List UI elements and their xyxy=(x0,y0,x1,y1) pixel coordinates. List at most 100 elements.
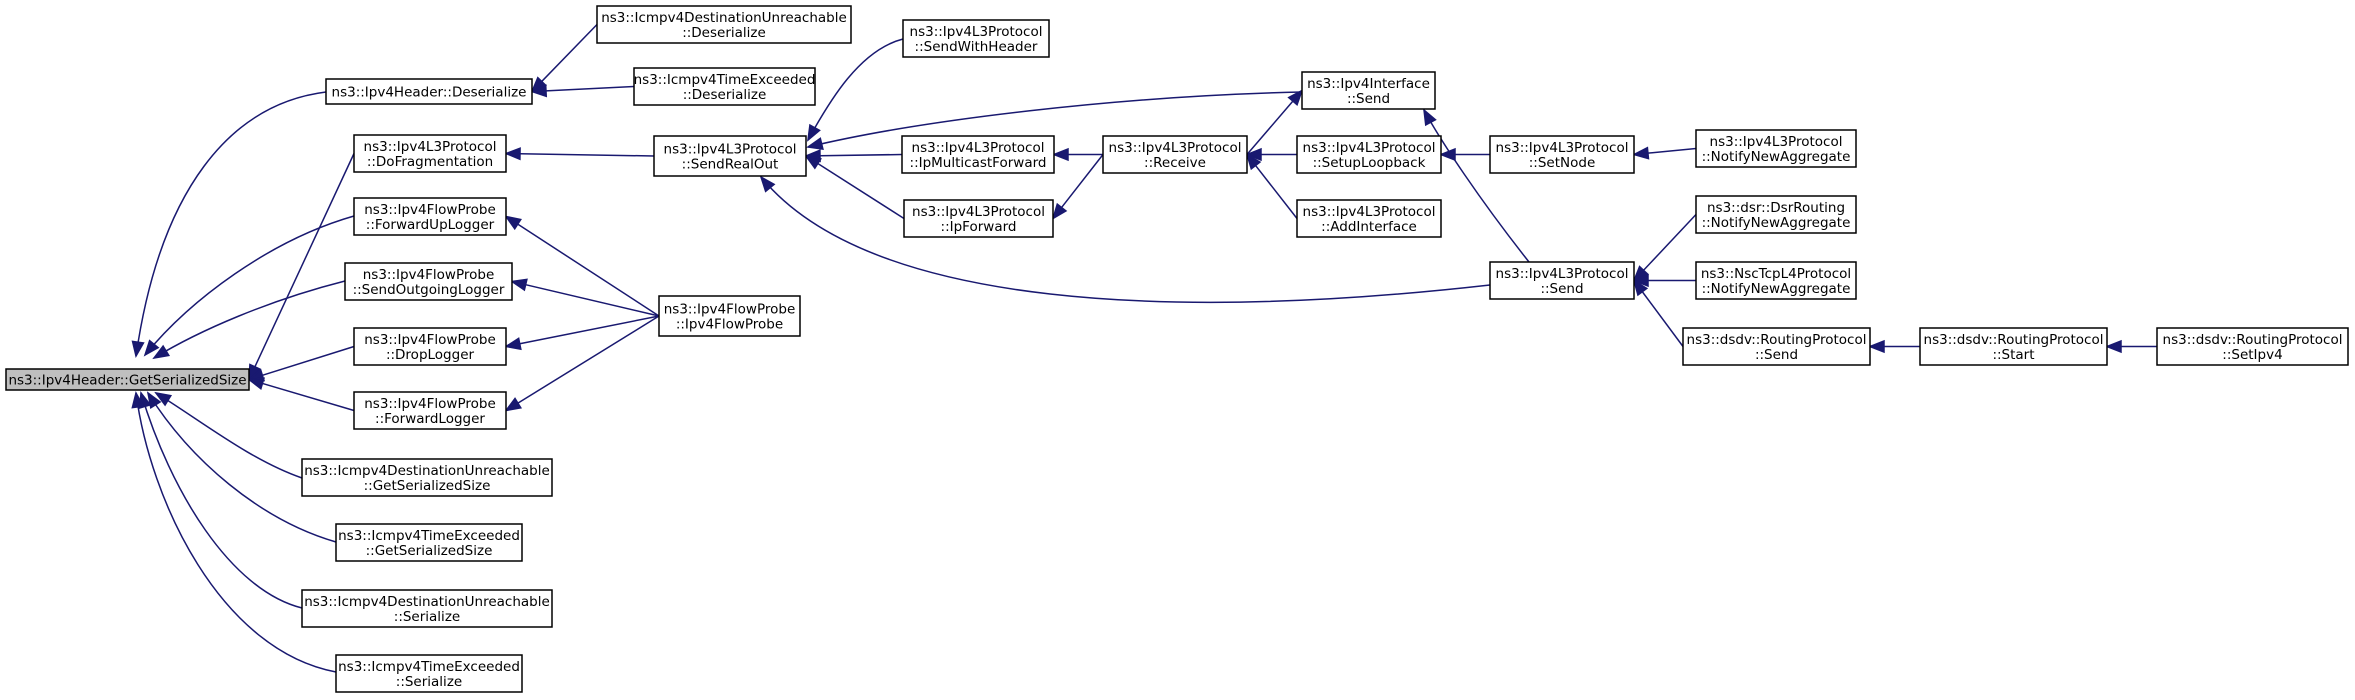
edge-receive-addif xyxy=(1255,165,1298,219)
node-time_deser[interactable]: ns3::Icmpv4TimeExceeded::Deserialize xyxy=(633,67,816,106)
node-dsr[interactable]: ns3::dsr::DsrRouting::NotifyNewAggregate xyxy=(1695,195,1857,234)
edge-l3send-dsdv_send xyxy=(1641,291,1684,347)
edge-hdr_deser-time_deser xyxy=(545,85,635,92)
node-dsdv_start[interactable]: ns3::dsdv::RoutingProtocol::Start xyxy=(1919,327,2108,366)
arrowhead-icon xyxy=(510,278,528,292)
node-dest_ser[interactable]: ns3::Icmpv4DestinationUnreachable::Seria… xyxy=(301,589,553,628)
node-sendrealout[interactable]: ns3::Ipv4L3Protocol::SendRealOut xyxy=(653,135,807,177)
node-label: ns3::Icmpv4DestinationUnreachable xyxy=(304,594,550,610)
node-label: ns3::Icmpv4TimeExceeded xyxy=(338,659,520,675)
node-box xyxy=(301,589,553,628)
node-box xyxy=(633,67,816,106)
arrowhead-icon xyxy=(1245,152,1262,171)
arrowhead-icon xyxy=(1051,202,1068,221)
arrowhead-icon xyxy=(529,84,548,98)
node-label: ::DropLogger xyxy=(386,347,475,363)
arrowhead-icon xyxy=(146,391,162,410)
node-hdr_deser[interactable]: ns3::Ipv4Header::Deserialize xyxy=(325,78,533,105)
node-box xyxy=(901,135,1055,174)
edge-root-drop xyxy=(262,345,355,377)
node-nsc[interactable]: ns3::NscTcpL4Protocol::NotifyNewAggregat… xyxy=(1695,261,1857,300)
node-label: ::Receive xyxy=(1144,155,1206,171)
node-receive[interactable]: ns3::Ipv4L3Protocol::Receive xyxy=(1102,135,1248,174)
arrowhead-icon xyxy=(1423,108,1437,127)
node-time_ser[interactable]: ns3::Icmpv4TimeExceeded::Serialize xyxy=(335,654,523,693)
node-label: ns3::Ipv4L3Protocol xyxy=(1109,140,1242,156)
node-fwd[interactable]: ns3::Ipv4FlowProbe::ForwardLogger xyxy=(353,391,507,430)
edge-sendrealout-ifsend xyxy=(807,91,1303,148)
arrowhead-icon xyxy=(503,147,521,161)
node-label: ns3::Ipv4FlowProbe xyxy=(364,332,496,348)
node-addif[interactable]: ns3::Ipv4L3Protocol::AddInterface xyxy=(1296,199,1442,238)
node-label: ns3::Ipv4FlowProbe xyxy=(364,202,496,218)
node-label: ns3::Ipv4L3Protocol xyxy=(1710,134,1843,150)
node-label: ::IpForward xyxy=(941,219,1017,235)
node-box xyxy=(1489,261,1635,300)
node-box xyxy=(1296,199,1442,238)
node-dsdv_send[interactable]: ns3::dsdv::RoutingProtocol::Send xyxy=(1682,327,1871,366)
node-label: ::Send xyxy=(1755,347,1798,363)
node-dofrag[interactable]: ns3::Ipv4L3Protocol::DoFragmentation xyxy=(353,134,507,173)
arrowhead-icon xyxy=(143,339,160,357)
node-setuploop[interactable]: ns3::Ipv4L3Protocol::SetupLoopback xyxy=(1296,135,1442,174)
node-box xyxy=(1682,327,1871,366)
node-sendwithheader[interactable]: ns3::Ipv4L3Protocol::SendWithHeader xyxy=(902,19,1050,58)
node-box xyxy=(658,295,801,337)
node-dest_size[interactable]: ns3::Icmpv4DestinationUnreachable::GetSe… xyxy=(301,458,553,497)
node-label: ::DoFragmentation xyxy=(367,154,493,170)
node-box xyxy=(353,197,507,236)
node-box xyxy=(5,368,250,391)
node-label: ::Serialize xyxy=(396,674,462,690)
node-dest_deser[interactable]: ns3::Icmpv4DestinationUnreachable::Deser… xyxy=(596,5,852,44)
edge-sendout-flowprobe xyxy=(525,283,660,317)
node-label: ns3::Ipv4L3Protocol xyxy=(910,24,1043,40)
node-label: ::Send xyxy=(1540,281,1583,297)
node-label: ns3::Ipv4L3Protocol xyxy=(364,139,497,155)
node-ipmcast[interactable]: ns3::Ipv4L3Protocol::IpMulticastForward xyxy=(901,135,1055,174)
edge-root-time_size xyxy=(147,392,337,543)
node-box xyxy=(596,5,852,44)
node-root[interactable]: ns3::Ipv4Header::GetSerializedSize xyxy=(5,368,250,391)
node-label: ns3::Ipv4L3Protocol xyxy=(912,204,1045,220)
arrowhead-icon xyxy=(1632,278,1649,297)
node-label: ::AddInterface xyxy=(1321,219,1417,235)
edge-dofrag-sendrealout xyxy=(519,152,655,157)
node-box xyxy=(353,134,507,173)
edge-fwdup-flowprobe xyxy=(517,223,660,317)
node-dsdv_setipv4[interactable]: ns3::dsdv::RoutingProtocol::SetIpv4 xyxy=(2156,327,2349,366)
arrowhead-icon xyxy=(504,215,522,231)
node-label: ns3::Ipv4Header::Deserialize xyxy=(332,85,527,101)
node-label: ns3::Ipv4Header::GetSerializedSize xyxy=(8,373,246,389)
node-l3send[interactable]: ns3::Ipv4L3Protocol::Send xyxy=(1489,261,1635,300)
arrowhead-icon xyxy=(807,123,821,142)
node-label: ns3::dsdv::RoutingProtocol xyxy=(1924,332,2104,348)
node-ipfwd[interactable]: ns3::Ipv4L3Protocol::IpForward xyxy=(903,199,1054,238)
node-label: ns3::Ipv4FlowProbe xyxy=(363,267,495,283)
node-label: ::Send xyxy=(1347,91,1390,107)
node-label: ::Deserialize xyxy=(683,87,767,103)
node-label: ::SetNode xyxy=(1529,155,1596,171)
arrowhead-icon xyxy=(759,175,776,193)
edge-l3send-dsr xyxy=(1643,213,1697,271)
node-flowprobe[interactable]: ns3::Ipv4FlowProbe::Ipv4FlowProbe xyxy=(658,295,801,337)
node-box xyxy=(1695,129,1857,168)
node-box xyxy=(325,78,533,105)
node-fwdup[interactable]: ns3::Ipv4FlowProbe::ForwardUpLogger xyxy=(353,197,507,236)
node-label: ::SetIpv4 xyxy=(2222,347,2282,363)
node-drop[interactable]: ns3::Ipv4FlowProbe::DropLogger xyxy=(353,327,507,366)
node-label: ::SetupLoopback xyxy=(1313,155,1426,171)
node-label: ns3::Ipv4L3Protocol xyxy=(664,142,797,158)
node-setnode[interactable]: ns3::Ipv4L3Protocol::SetNode xyxy=(1489,135,1635,174)
edge-sendrealout-ipfwd xyxy=(817,162,905,220)
node-label: ns3::Icmpv4DestinationUnreachable xyxy=(601,10,847,26)
node-time_size[interactable]: ns3::Icmpv4TimeExceeded::GetSerializedSi… xyxy=(335,523,523,562)
edge-root-dest_size xyxy=(155,392,303,479)
arrowhead-icon xyxy=(131,390,145,409)
node-ifsend[interactable]: ns3::Ipv4Interface::Send xyxy=(1301,71,1436,110)
node-label: ns3::Ipv4L3Protocol xyxy=(1303,204,1436,220)
edges-layer xyxy=(131,23,2157,673)
node-box xyxy=(353,327,507,366)
node-notify_ipv4[interactable]: ns3::Ipv4L3Protocol::NotifyNewAggregate xyxy=(1695,129,1857,168)
arrowhead-icon xyxy=(806,137,824,150)
node-sendout[interactable]: ns3::Ipv4FlowProbe::SendOutgoingLogger xyxy=(344,262,513,301)
